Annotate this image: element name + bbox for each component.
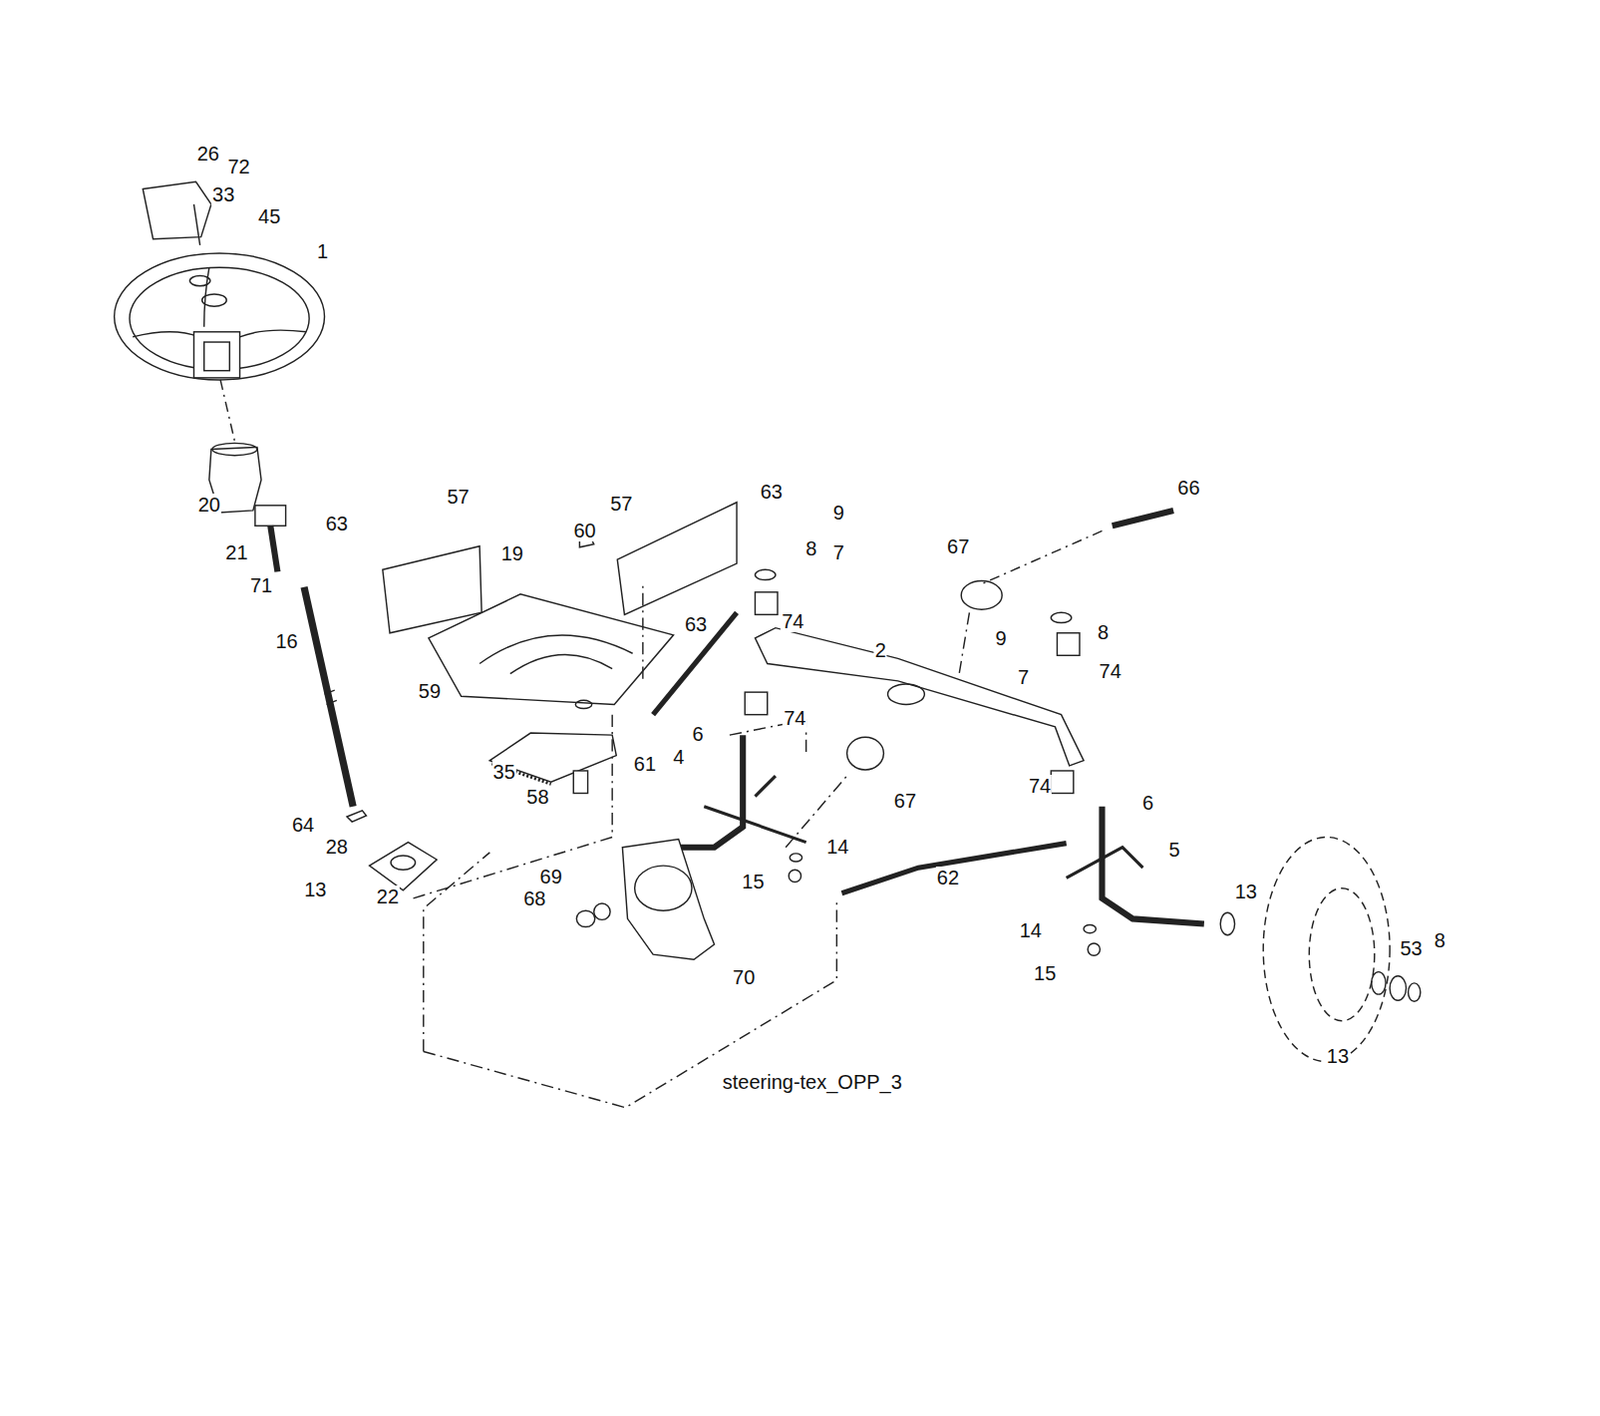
callout-number: 58 (525, 785, 550, 808)
callout-number: 71 (249, 574, 274, 597)
callout-number: 6 (1141, 791, 1155, 814)
callout-number: 66 (1176, 476, 1201, 499)
callout-number: 16 (275, 630, 300, 652)
callout-number: 63 (324, 512, 349, 535)
callout-number: 1 (316, 240, 329, 263)
callout-number: 4 (671, 745, 685, 768)
callout-number: 74 (1027, 774, 1052, 797)
callout-number: 9 (832, 501, 846, 524)
callout-number: 61 (633, 752, 657, 775)
callout-number: 35 (492, 760, 517, 783)
callout-number: 7 (1016, 665, 1030, 688)
callout-number: 67 (946, 535, 970, 558)
callout-number: 62 (936, 866, 960, 889)
callout-number: 67 (893, 789, 918, 812)
callout-number: 28 (324, 835, 349, 858)
callout-number: 60 (572, 519, 597, 542)
callout-number: 7 (832, 541, 846, 564)
callout-number: 26 (196, 142, 221, 165)
callout-number: 70 (731, 965, 756, 988)
callout-number: 64 (291, 813, 316, 836)
callout-number: 15 (740, 870, 765, 893)
callout-number: 8 (804, 537, 818, 560)
diagram-caption: steering-tex_OPP_3 (721, 1070, 904, 1093)
callout-number: 9 (994, 627, 1008, 649)
callout-number: 19 (500, 542, 525, 565)
callout-number: 69 (539, 865, 564, 888)
callout-number: 45 (257, 205, 282, 228)
callout-number: 2 (874, 639, 888, 661)
callout-number: 13 (1325, 1044, 1350, 1067)
callout-number: 8 (1096, 621, 1110, 643)
callout-number: 5 (1168, 838, 1182, 861)
callout-number: 59 (417, 679, 442, 702)
callout-number: 57 (445, 485, 470, 508)
callout-number: 53 (1399, 937, 1424, 960)
callout-number: 14 (1018, 919, 1043, 942)
callout-number: 13 (303, 878, 327, 901)
callout-number: 72 (226, 155, 251, 178)
callout-number: 68 (522, 887, 547, 910)
callout-number: 6 (691, 722, 705, 745)
callout-number: 74 (780, 610, 805, 633)
callout-number: 20 (197, 493, 222, 516)
callout-number: 74 (1098, 659, 1123, 682)
callout-number: 15 (1032, 961, 1057, 984)
callout-number: 21 (224, 541, 249, 564)
callout-number: 8 (1433, 929, 1447, 952)
callout-number: 57 (609, 492, 634, 515)
callout-number: 13 (1234, 880, 1259, 903)
callout-number: 33 (211, 183, 236, 206)
callout-number: 22 (375, 885, 400, 908)
callout-number: 63 (759, 480, 784, 503)
callout-number: 63 (683, 613, 708, 636)
callout-number: 14 (825, 835, 850, 858)
callout-number: 74 (782, 706, 807, 729)
